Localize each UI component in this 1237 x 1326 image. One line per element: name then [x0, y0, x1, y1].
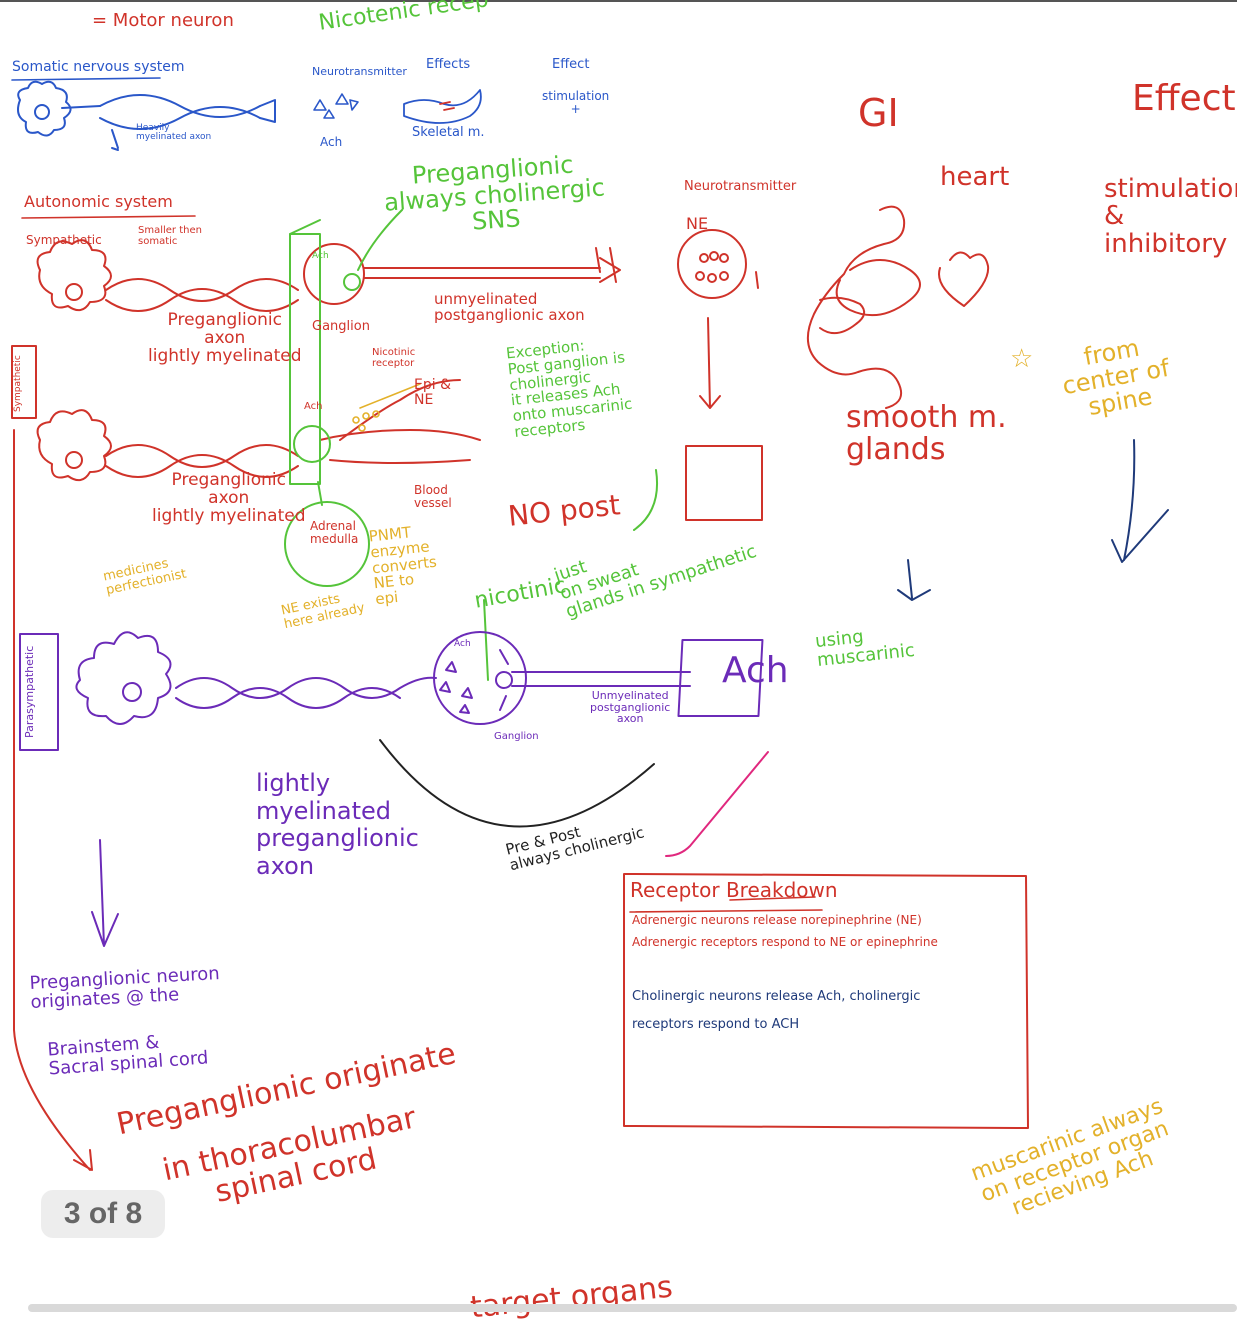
sympathetic-neuron-2 — [36, 379, 481, 482]
col-neurotransmitter: Neurotransmitter — [312, 65, 407, 78]
skeletal-muscle-icon — [403, 89, 482, 124]
unmyelinated-purple: Unmyelinated postganglionic axon — [590, 689, 671, 726]
sympathetic-side-label: Sympathetic — [13, 355, 23, 412]
sympathetic-label: Sympathetic — [26, 233, 102, 247]
sympathetic-side-box — [11, 345, 37, 419]
ne-vesicles — [352, 383, 421, 432]
ach-green-label: Ach — [312, 251, 329, 261]
ganglion-label-red: Ganglion — [312, 319, 370, 334]
receptor-breakdown-box — [623, 873, 1029, 1129]
stimulation-label: stimulation + — [542, 89, 610, 116]
preganglionic-axon-2: Preganglionic axon lightly myelinated — [152, 470, 306, 526]
adrenergic-line-1: Adrenergic neurons release norepinephrin… — [632, 913, 922, 927]
sympathetic-neuron-1 — [36, 239, 621, 312]
lightly-myelinated-purple: lightly myelinated preganglionic axon — [256, 769, 419, 880]
somatic-underline — [11, 77, 161, 81]
motor-neuron-label: = Motor neuron — [92, 10, 234, 31]
autonomic-title: Autonomic system — [24, 192, 173, 211]
cholinergic-arc — [379, 739, 655, 828]
somatic-title: Somatic nervous system — [12, 59, 185, 75]
top-border — [0, 0, 1237, 2]
nicotinic-receptor-label: Nicotinic receptor — [372, 347, 416, 369]
ach-triangles — [313, 93, 359, 119]
effect-big-label: Effect — [1132, 78, 1236, 119]
ach-box-label: Ach — [722, 650, 789, 691]
ganglion-purple-label: Ganglion — [494, 731, 539, 742]
parasympathetic-side-label: Parasympathetic — [23, 645, 36, 738]
skeletal-label: Skeletal m. — [412, 125, 485, 140]
magenta-pointer — [665, 751, 769, 857]
preganglionic-green: Preganglionic always cholinergic SNS — [383, 150, 606, 236]
col-effect: Effect — [552, 57, 590, 72]
nt-red-label: Neurotransmitter — [684, 179, 797, 194]
ach-red-label: Ach — [304, 401, 323, 412]
star-icon: ☆ — [1010, 344, 1034, 374]
heavily-myelinated-label: Heavily myelinated axon — [136, 123, 212, 143]
horizontal-scrollbar[interactable] — [28, 1304, 1237, 1312]
preganglionic-axon-1: Preganglionic axon lightly myelinated — [148, 310, 302, 366]
unmyelinated-red: unmyelinated postganglionic axon — [434, 290, 585, 324]
smooth-muscle-label: smooth m. glands — [846, 400, 1007, 467]
autonomic-underline — [21, 215, 196, 219]
gi-tract-drawing — [807, 205, 990, 409]
stim-inhib-label: stimulation & inhibitory — [1104, 174, 1237, 259]
cholinergic-line-2: receptors respond to ACH — [632, 1017, 800, 1032]
arrows — [13, 429, 1169, 1171]
ne-red-label: NE — [686, 214, 709, 233]
receptor-title: Receptor Breakdown — [630, 878, 838, 902]
ach-purple-label: Ach — [454, 639, 471, 649]
heart-label: heart — [940, 162, 1010, 192]
adrenal-medulla-label: Adrenal medulla — [310, 519, 359, 546]
gi-label: GI — [858, 91, 899, 135]
pnmt-label: PNMT enzyme converts NE to epi — [367, 523, 438, 609]
epi-ne-label: Epi & NE — [414, 377, 451, 408]
somatic-neuron-drawing — [17, 80, 276, 151]
ganglion-box — [284, 209, 658, 681]
page-indicator: 3 of 8 — [41, 1190, 165, 1238]
receptor-title-underline — [629, 896, 823, 913]
adrenergic-line-2: Adrenergic receptors respond to NE or ep… — [632, 935, 938, 949]
ne-vesicle-circle — [677, 229, 763, 521]
blood-vessel-label: Blood vessel — [414, 483, 452, 510]
exception-note: Exception: Post ganglion is cholinergic … — [505, 336, 634, 441]
cholinergic-line-1: Cholinergic neurons release Ach, choline… — [632, 989, 921, 1004]
col-effects: Effects — [426, 57, 471, 72]
parasympathetic-neuron — [19, 631, 764, 751]
ach-label-blue: Ach — [320, 135, 343, 149]
smaller-label: Smaller then somatic — [138, 225, 202, 247]
